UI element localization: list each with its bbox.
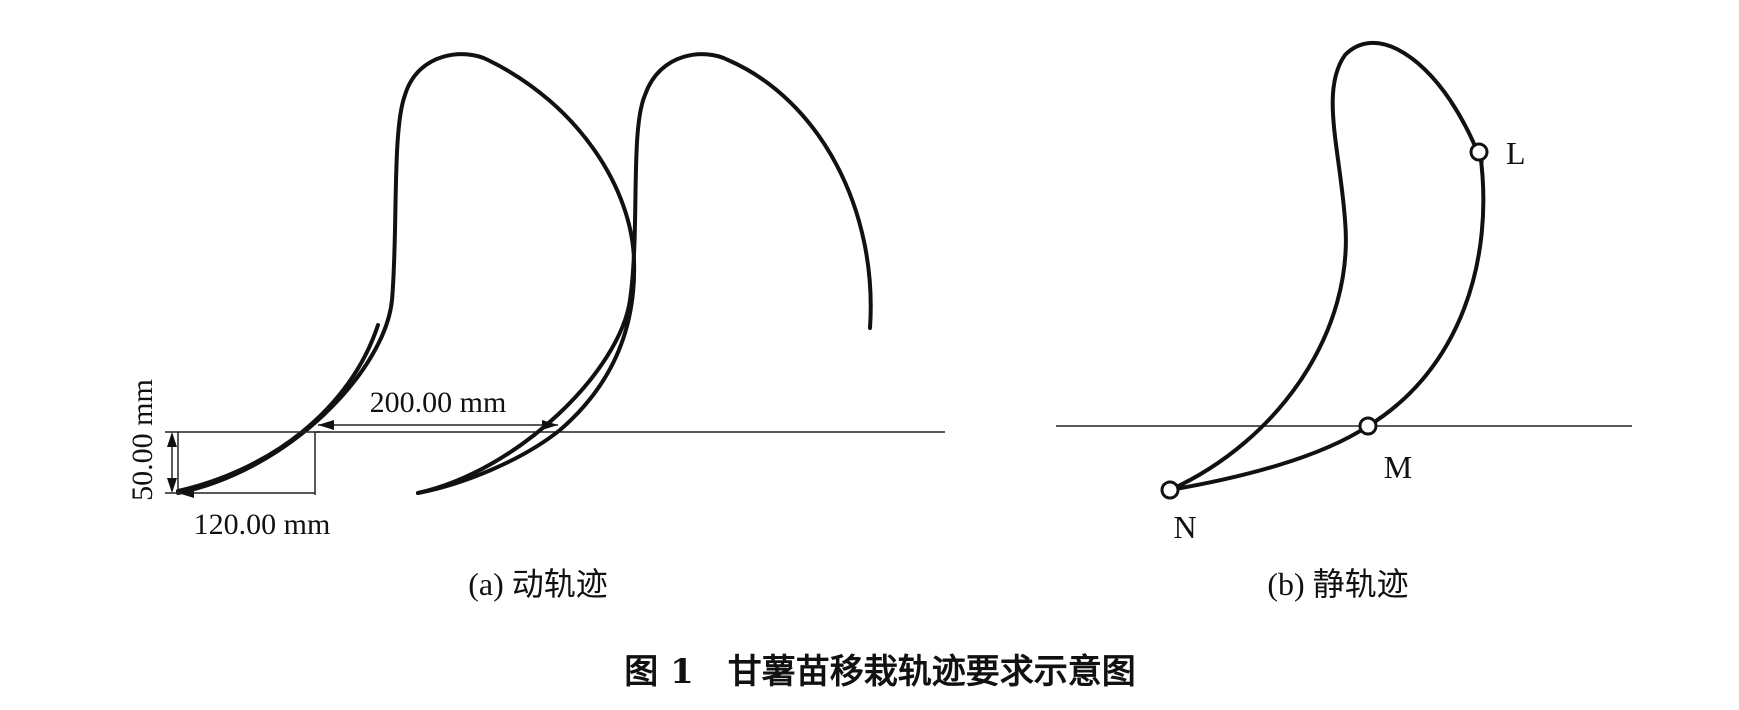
panel-b-trajectory-loop (1168, 41, 1486, 492)
panel-a-trajectory-loop-2 (416, 52, 873, 495)
panel-a-caption: (a) 动轨迹 (468, 566, 608, 602)
dim-50-label: 50.00 mm (126, 379, 159, 501)
panel-b-caption: (b) 静轨迹 (1267, 566, 1408, 602)
point-N-marker (1160, 480, 1180, 500)
panel-b-static-trajectory: L M N (b) 静轨迹 (1056, 41, 1632, 602)
dim-200-label: 200.00 mm (370, 386, 507, 419)
dim-50-arrow-top (167, 432, 177, 447)
point-L-marker (1469, 142, 1489, 162)
figure-caption: 图 1 甘薯苗移栽轨迹要求示意图 (624, 652, 1136, 692)
dim-200-arrow-left (318, 420, 334, 430)
dim-50-arrow-bottom (167, 478, 177, 493)
panel-a-dynamic-trajectory: 200.00 mm 120.00 mm 50.00 mm (a) 动轨迹 (126, 52, 945, 602)
dim-120-arrow-left (178, 488, 194, 498)
point-N-label: N (1173, 509, 1196, 545)
point-L-label: L (1506, 135, 1526, 171)
point-M-label: M (1384, 449, 1412, 485)
dim-120-label: 120.00 mm (194, 508, 331, 541)
panel-a-trajectory-branch (176, 323, 380, 493)
point-M-marker (1358, 416, 1378, 436)
panel-a-trajectory-loop-1 (176, 52, 637, 495)
dim-200-arrow-right (542, 420, 558, 430)
